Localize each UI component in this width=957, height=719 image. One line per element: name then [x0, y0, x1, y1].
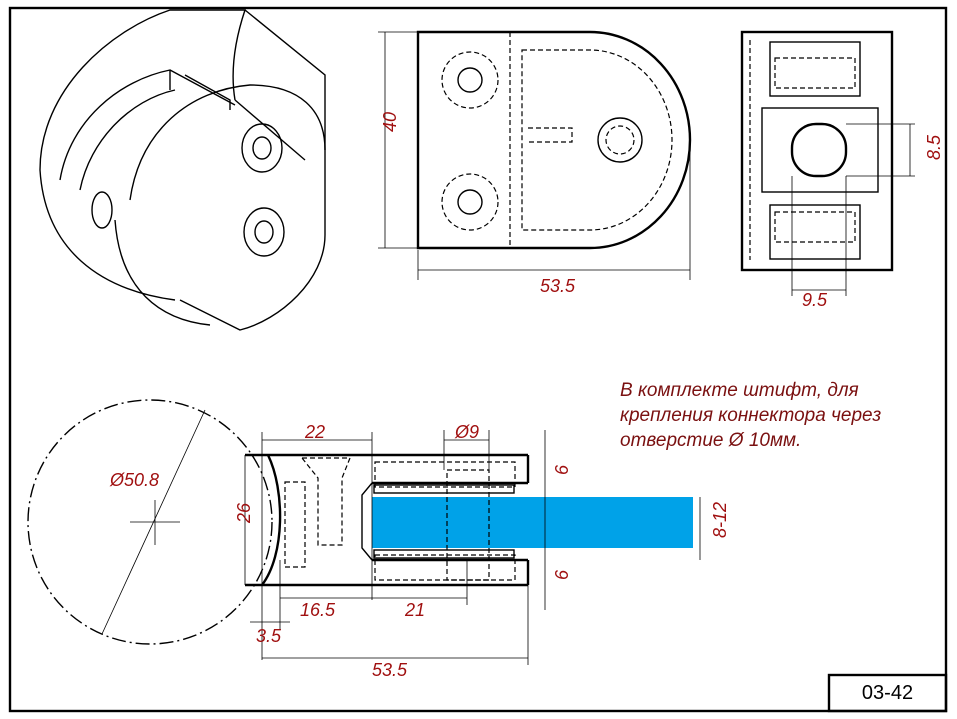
isometric-view — [39, 9, 326, 331]
dim-d9: Ø9 — [454, 422, 479, 442]
dim-circle: Ø50.8 — [109, 470, 159, 490]
glass-panel — [372, 497, 693, 548]
screw-head-icon — [241, 123, 283, 173]
note-line: В комплекте штифт, для — [620, 380, 859, 401]
pin-icon — [91, 191, 113, 229]
dim-6-bottom: 6 — [552, 569, 572, 580]
section-view — [244, 430, 701, 665]
dim-side-offset: 9.5 — [802, 290, 828, 310]
dim-glass-thickness: 8-12 — [710, 502, 730, 538]
dim-53-5: 53.5 — [372, 660, 408, 680]
drawing-border — [8, 6, 948, 713]
dim-3-5: 3.5 — [256, 626, 282, 646]
dim-front-height: 40 — [380, 112, 400, 132]
screw-head-icon — [243, 207, 285, 257]
dim-6-top: 6 — [552, 464, 572, 475]
title-block — [827, 673, 948, 713]
dim-26: 26 — [234, 502, 254, 524]
dim-22: 22 — [304, 422, 325, 442]
front-view — [378, 30, 692, 280]
drawing-code: 03-42 — [861, 682, 914, 704]
note-line: отверстие Ø 10мм. — [620, 430, 802, 451]
dim-side-slot: 8.5 — [924, 134, 944, 160]
mounting-circle — [27, 399, 273, 645]
dim-16-5: 16.5 — [300, 600, 336, 620]
side-view — [740, 30, 915, 296]
dim-front-width: 53.5 — [540, 276, 576, 296]
dim-21: 21 — [404, 600, 425, 620]
note-line: крепления коннектора через — [620, 405, 882, 426]
assembly-note: В комплекте штифт, для крепления коннект… — [620, 378, 940, 453]
